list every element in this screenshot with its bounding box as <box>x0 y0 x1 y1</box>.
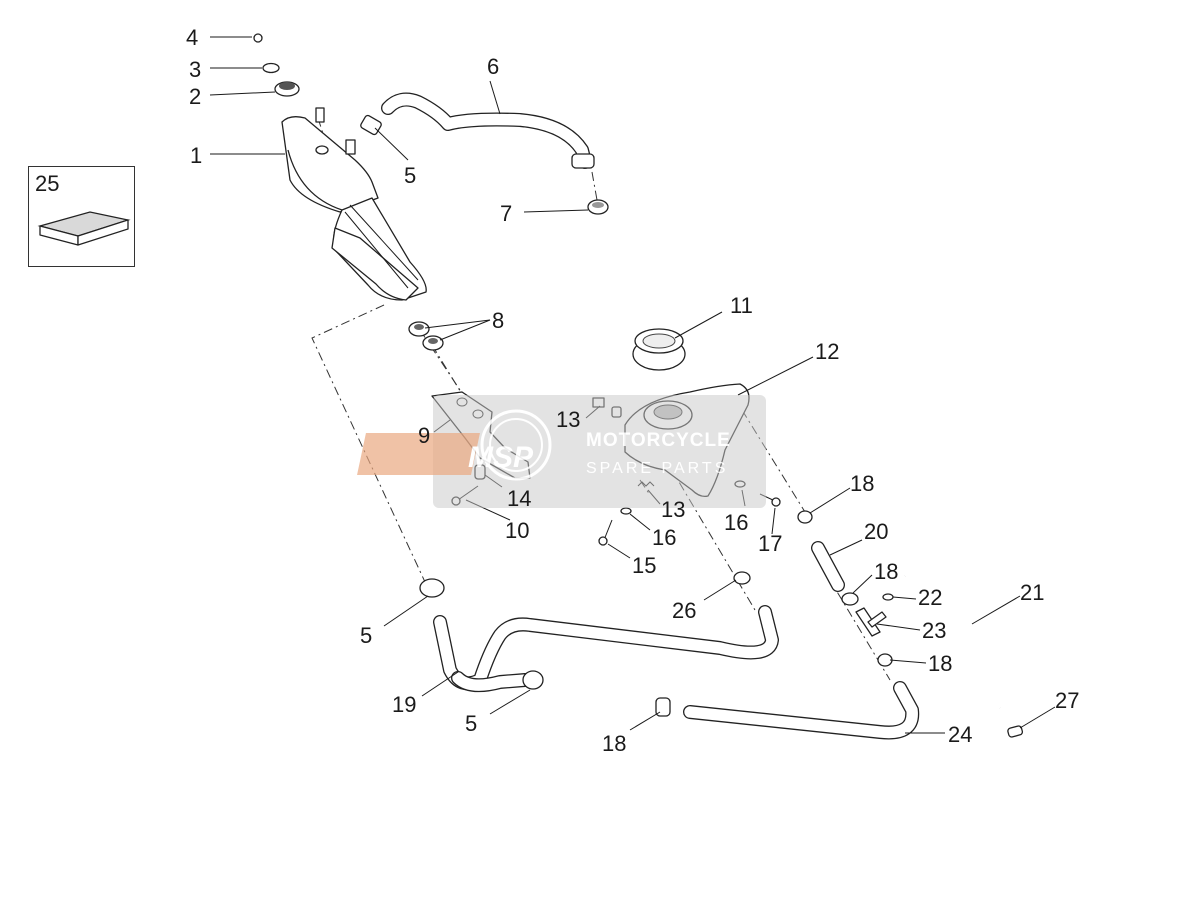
part-22-clip <box>882 593 894 601</box>
part-21-vent-hose <box>903 553 1002 709</box>
callout-11: 11 <box>730 293 753 318</box>
part-3-washer <box>262 62 280 74</box>
callout-17: 17 <box>758 531 782 556</box>
callout-18-a: 18 <box>850 471 874 496</box>
callout-12: 12 <box>815 339 839 364</box>
callout-18-b: 18 <box>874 559 898 584</box>
callout-21: 21 <box>1020 580 1044 605</box>
part-2-grommet <box>274 81 300 97</box>
part-27-plug <box>1007 725 1024 738</box>
part-6-hose <box>381 92 595 169</box>
callout-13-lower: 13 <box>661 497 685 522</box>
callout-19: 19 <box>392 692 416 717</box>
callout-6: 6 <box>487 54 499 79</box>
watermark-logo-text: MSP <box>468 441 534 474</box>
callout-23: 23 <box>922 618 946 643</box>
callout-4: 4 <box>186 25 198 50</box>
part-26-clamp <box>733 571 751 585</box>
callout-16-left: 16 <box>652 525 676 550</box>
part-16-washer-left <box>620 507 632 515</box>
watermark-line2: SPARE PARTS <box>586 460 728 477</box>
callout-18-c: 18 <box>928 651 952 676</box>
callout-13-upper: 13 <box>556 407 580 432</box>
watermark: MSP MOTORCYCLE SPARE PARTS <box>357 395 766 508</box>
part-18-clamp-4 <box>655 697 671 717</box>
watermark-line1: MOTORCYCLE <box>586 430 731 451</box>
callout-18-d: 18 <box>602 731 626 756</box>
part-8-grommets <box>408 321 444 351</box>
part-18-clamp-3 <box>877 653 893 667</box>
part-18-clamp-1 <box>797 510 813 524</box>
part-11-filler-cap <box>632 328 686 371</box>
part-23-t-connector <box>855 607 887 637</box>
callout-5-mid: 5 <box>360 623 372 648</box>
part-18-clamp-2 <box>841 592 859 606</box>
part-5-clamp-low <box>522 670 544 690</box>
part-20-hose-section <box>811 541 845 592</box>
part-19-hose <box>433 605 779 693</box>
callout-7: 7 <box>500 201 512 226</box>
callout-15: 15 <box>632 553 656 578</box>
callout-5-low: 5 <box>465 711 477 736</box>
watermark-logo-icon <box>357 409 552 481</box>
part-5-clamp-mid <box>419 578 445 598</box>
callout-1: 1 <box>190 143 202 168</box>
part-4-screw <box>253 33 263 43</box>
part-1-expansion-tank <box>281 107 427 301</box>
callout-2: 2 <box>189 84 201 109</box>
callout-24: 24 <box>948 722 972 747</box>
callout-22: 22 <box>918 585 942 610</box>
callout-20: 20 <box>864 519 888 544</box>
callout-labels: 4 3 2 1 6 5 7 25 8 9 14 10 11 12 13 13 1… <box>35 25 1079 756</box>
callout-8: 8 <box>492 308 504 333</box>
callout-14: 14 <box>507 486 531 511</box>
callout-5-top: 5 <box>404 163 416 188</box>
part-7-clamp <box>587 199 609 215</box>
callout-16-right: 16 <box>724 510 748 535</box>
callout-10: 10 <box>505 518 529 543</box>
callout-26: 26 <box>672 598 696 623</box>
callout-3: 3 <box>189 57 201 82</box>
part-15-screw <box>598 519 613 546</box>
part-24-hose <box>683 681 920 740</box>
part-25-kit-box <box>28 166 135 267</box>
callout-9: 9 <box>418 423 430 448</box>
callout-25: 25 <box>35 171 59 196</box>
callout-27: 27 <box>1055 688 1079 713</box>
